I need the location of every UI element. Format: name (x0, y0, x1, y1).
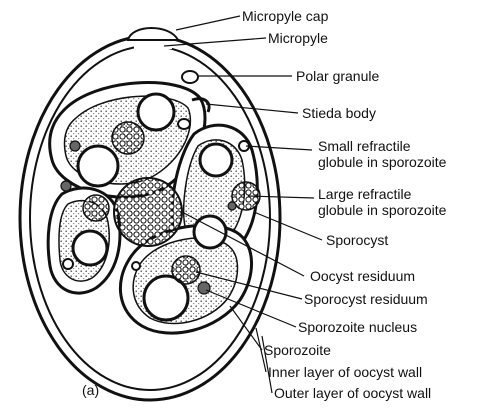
label-large-refractile-line2: globule in sporozoite (318, 202, 446, 218)
label-sporozoite: Sporozoite (264, 342, 331, 358)
label-micropyle-cap: Micropyle cap (242, 8, 328, 24)
label-large-refractile-line1: Large refractile (318, 186, 446, 202)
label-polar-granule: Polar granule (296, 68, 379, 84)
micropyle-cap-shape (128, 28, 178, 40)
label-small-refractile: Small refractile globule in sporozoite (318, 138, 446, 170)
polar-granule-shape (182, 71, 198, 83)
panel-label: (a) (82, 382, 99, 398)
label-stieda-body: Stieda body (302, 105, 376, 121)
label-sporocyst-residuum: Sporocyst residuum (304, 291, 428, 307)
label-sporozoite-nucleus: Sporozoite nucleus (298, 319, 417, 335)
label-sporocyst: Sporocyst (326, 232, 388, 248)
label-large-refractile: Large refractile globule in sporozoite (318, 186, 446, 218)
oocyst-residuum-shape (114, 178, 182, 246)
label-inner-wall: Inner layer of oocyst wall (268, 364, 422, 380)
label-outer-wall: Outer layer of oocyst wall (274, 385, 431, 401)
sporocyst-left (48, 181, 120, 293)
label-small-refractile-line2: globule in sporozoite (318, 154, 446, 170)
label-oocyst-residuum: Oocyst residuum (310, 268, 415, 284)
label-small-refractile-line1: Small refractile (318, 138, 446, 154)
label-micropyle: Micropyle (268, 30, 328, 46)
